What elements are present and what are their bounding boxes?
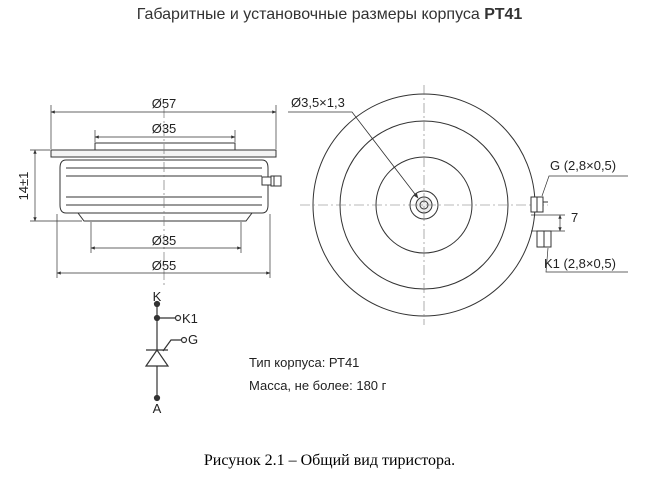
gate-terminal — [261, 175, 282, 187]
symbol-label-a: A — [153, 401, 162, 416]
top-flange — [50, 149, 277, 158]
lower-collar — [77, 212, 253, 222]
top-view — [288, 85, 628, 325]
side-view — [30, 105, 282, 285]
dim-height: 14±1 — [16, 172, 31, 201]
title-main: Габаритные и установочные размеры корпус… — [136, 6, 480, 23]
cathode-terminal-top — [536, 230, 552, 248]
symbol-label-k1: K1 — [182, 311, 198, 326]
dim-bottom-inner: Ø35 — [152, 233, 177, 248]
diode-triangle — [144, 348, 170, 367]
thyristor-symbol — [144, 300, 188, 402]
dim-bottom-outer: Ø55 — [152, 258, 177, 273]
dim-top-outer: Ø57 — [152, 96, 177, 111]
page-title: Габаритные и установочные размеры корпус… — [0, 6, 659, 24]
dim-offset: 7 — [571, 210, 578, 225]
dim-hole: Ø3,5×1,3 — [291, 95, 345, 110]
symbol-label-k: K — [153, 289, 162, 304]
mass-text: Масса, не более: 180 г — [249, 378, 387, 393]
figure-caption: Рисунок 2.1 – Общий вид тиристора. — [203, 452, 456, 469]
dim-top-inner: Ø35 — [152, 121, 177, 136]
symbol-label-g: G — [188, 332, 198, 347]
gate-terminal-top — [530, 196, 548, 213]
title-model: РТ41 — [484, 6, 523, 23]
case-type-text: Тип корпуса: РТ41 — [249, 355, 359, 370]
terminal-g-label: G (2,8×0,5) — [550, 158, 616, 173]
terminal-k1-label: K1 (2,8×0,5) — [544, 256, 616, 271]
upper-collar — [94, 142, 236, 151]
